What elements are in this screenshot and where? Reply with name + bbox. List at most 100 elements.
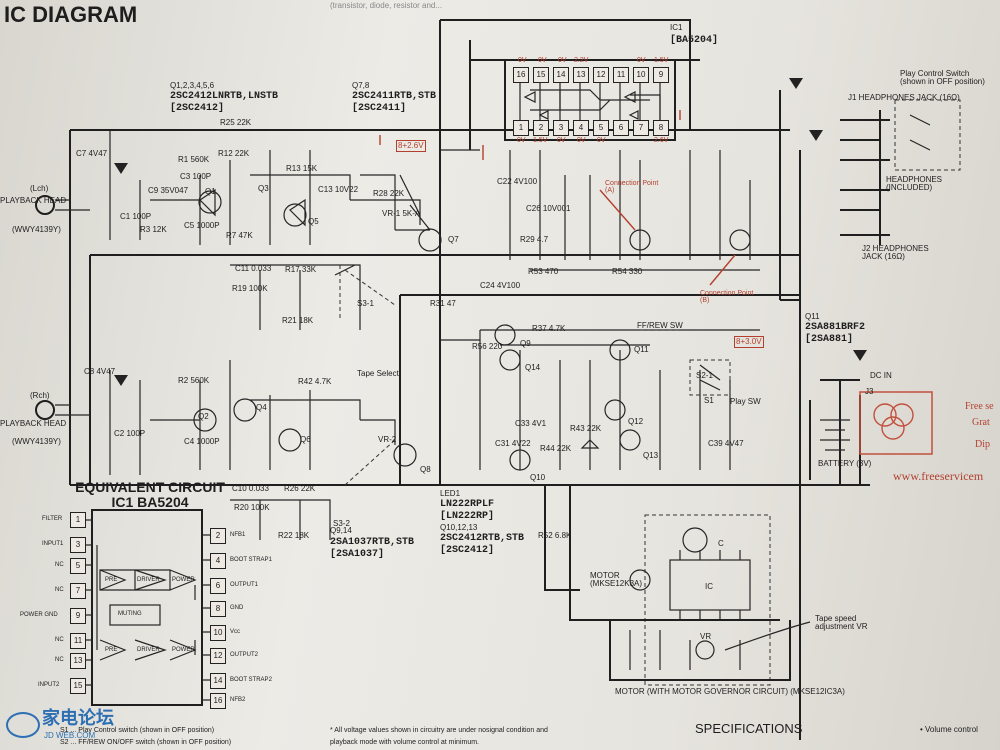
q14-label: Q14 [525, 363, 541, 372]
q8-label: Q8 [420, 465, 431, 474]
q5-label: Q5 [308, 217, 319, 226]
dc-in-label: DC IN [870, 371, 892, 380]
footnote-s2: S2 ... FF/REW ON/OFF switch (shown in OF… [60, 739, 232, 746]
q2-label: Q2 [198, 412, 209, 421]
watermark-free: Free se [965, 401, 994, 412]
c11-label: C11 0.033 [235, 264, 272, 273]
eq-pin-1: 1 [70, 512, 86, 528]
c3-label: C3 100P [180, 172, 212, 181]
lch-label: (Lch) [30, 184, 49, 193]
c8-label: C8 4V47 [84, 367, 116, 376]
q11-alt: [2SA881] [805, 334, 854, 345]
c5-label: C5 1000P [184, 221, 220, 230]
equivalent-circuit-subtitle: IC1 BA5204 [111, 494, 189, 510]
r21-label: R21 18K [282, 316, 314, 325]
q10-13-part: 2SC2412RTB,STB [440, 533, 525, 544]
watermark-website: www.freeservicem [893, 469, 984, 483]
eq-pin-12-name: OUTPUT2 [230, 652, 259, 658]
q11-part: 2SA881BRF2 [805, 322, 866, 333]
eq-pin-6-name: OUTPUT1 [230, 582, 259, 588]
eq-pin-1-name: FILTER [42, 516, 63, 522]
ic1-pin-13: 13 [573, 67, 589, 83]
q12-label: Q12 [628, 417, 644, 426]
eq-pin-10-name: Vcc [230, 629, 241, 635]
logo-swoosh-icon [6, 712, 40, 738]
ic1-pin-5: 5 [593, 120, 609, 136]
c13-label: C13 10V22 [318, 185, 359, 194]
footnote-voltage-2: playback mode with volume control at min… [330, 739, 480, 746]
motor-label: MOTOR (MKSE12K3A) [590, 571, 643, 588]
eq-pin-7-name: NC [55, 587, 64, 593]
r2-label: R2 560K [178, 376, 210, 385]
ic1-v5: 0V [597, 137, 606, 144]
r53-label: R53 470 [528, 267, 559, 276]
ic1-v16: 0V [518, 57, 527, 64]
r44-label: R44 22K [540, 444, 572, 453]
ground-symbol [114, 163, 128, 174]
c4-label: C4 1000P [184, 437, 220, 446]
c2-label: C2 100P [114, 429, 146, 438]
eq-pin-2-name: NFB1 [230, 532, 246, 538]
ground-symbol [789, 78, 803, 89]
r42-label: R42 4.7K [298, 377, 332, 386]
ic1-pin-3: 3 [553, 120, 569, 136]
ic1-v14: 0V [558, 57, 567, 64]
q11-label: Q11 [634, 345, 649, 354]
q10-label: Q10 [530, 473, 546, 482]
eq-pin-10: 10 [210, 625, 226, 641]
c10-label: C10 0.033 [232, 484, 269, 493]
eq-pin-16-name: NFB2 [230, 697, 246, 703]
r22-label: R22 18K [278, 531, 310, 540]
r20-label: R20 100K [234, 503, 270, 512]
q9-14-alt: [2SA1037] [330, 549, 385, 560]
footnote-voltage-1: * All voltage values shown in circuitry … [330, 727, 548, 734]
tape-select-label: Tape Select [357, 369, 399, 378]
rch-part: (WWY4139Y) [12, 437, 61, 446]
q9-14-part: 2SA1037RTB,STB [330, 537, 415, 548]
q1-label: Q1 [205, 187, 216, 196]
r7-label: R7 47K [226, 231, 253, 240]
q3-label: Q3 [258, 184, 269, 193]
eq-pre-block: PRE [105, 577, 118, 583]
watermark-grat: Grat [972, 417, 990, 428]
ic1-v13: 2.2V [574, 57, 589, 64]
ground-symbol [853, 350, 867, 361]
motor-governor-label: MOTOR (WITH MOTOR GOVERNOR CIRCUIT) (MKS… [615, 687, 845, 696]
play-switch-label: Play SW [730, 397, 761, 406]
c24-label: C24 4V100 [480, 281, 521, 290]
eq-pin-11-name: NC [55, 637, 64, 643]
lch-part: (WWY4139Y) [12, 225, 61, 234]
q9-label: Q9 [520, 339, 531, 348]
play-control-switch-label: Play Control Switch (shown in OFF positi… [900, 69, 985, 86]
q6-label: Q6 [300, 435, 311, 444]
c26-label: C26 10V001 [526, 204, 571, 213]
eq-pin-3-name: INPUT1 [42, 541, 64, 547]
eq-pin-4: 4 [210, 553, 226, 569]
eq-pin-5: 5 [70, 558, 86, 574]
headphones-j2-label: J2 HEADPHONES JACK (16Ω) [862, 244, 929, 261]
battery-label: BATTERY (3V) [818, 459, 872, 468]
eq-pin-2: 2 [210, 528, 226, 544]
q4-label: Q4 [256, 403, 267, 412]
connection-point-b-label: Connection Point (B) [700, 290, 754, 304]
c39-label: C39 4V47 [708, 439, 744, 448]
ff-rew-switch-label: FF/REW SW [637, 321, 683, 330]
vr-label: VR [700, 632, 712, 641]
eq-pin-13-name: NC [55, 657, 64, 663]
equivalent-circuit-title: EQUIVALENT CIRCUIT [75, 479, 225, 495]
ic1-pin-10: 10 [633, 67, 649, 83]
lch-title: PLAYBACK HEAD [0, 196, 67, 205]
vr1-label: VR-1 5K-A [382, 209, 421, 218]
ic1-v8: 2.6V [654, 137, 669, 144]
ic1-pin-9: 9 [653, 67, 669, 83]
page-title: IC DIAGRAM [4, 2, 138, 27]
forum-logo: 家电论坛 JD WEB.COM [4, 706, 134, 746]
r29-label: R29 4.7 [520, 235, 549, 244]
c31-label: C31 4V22 [495, 439, 531, 448]
eq-power-block: POWER [172, 577, 195, 583]
j3-label: J3 [865, 387, 874, 396]
r1-label: R1 560K [178, 155, 210, 164]
c9-label: C9 35V047 [148, 186, 189, 195]
q7-8-ids: Q7,8 [352, 81, 370, 90]
